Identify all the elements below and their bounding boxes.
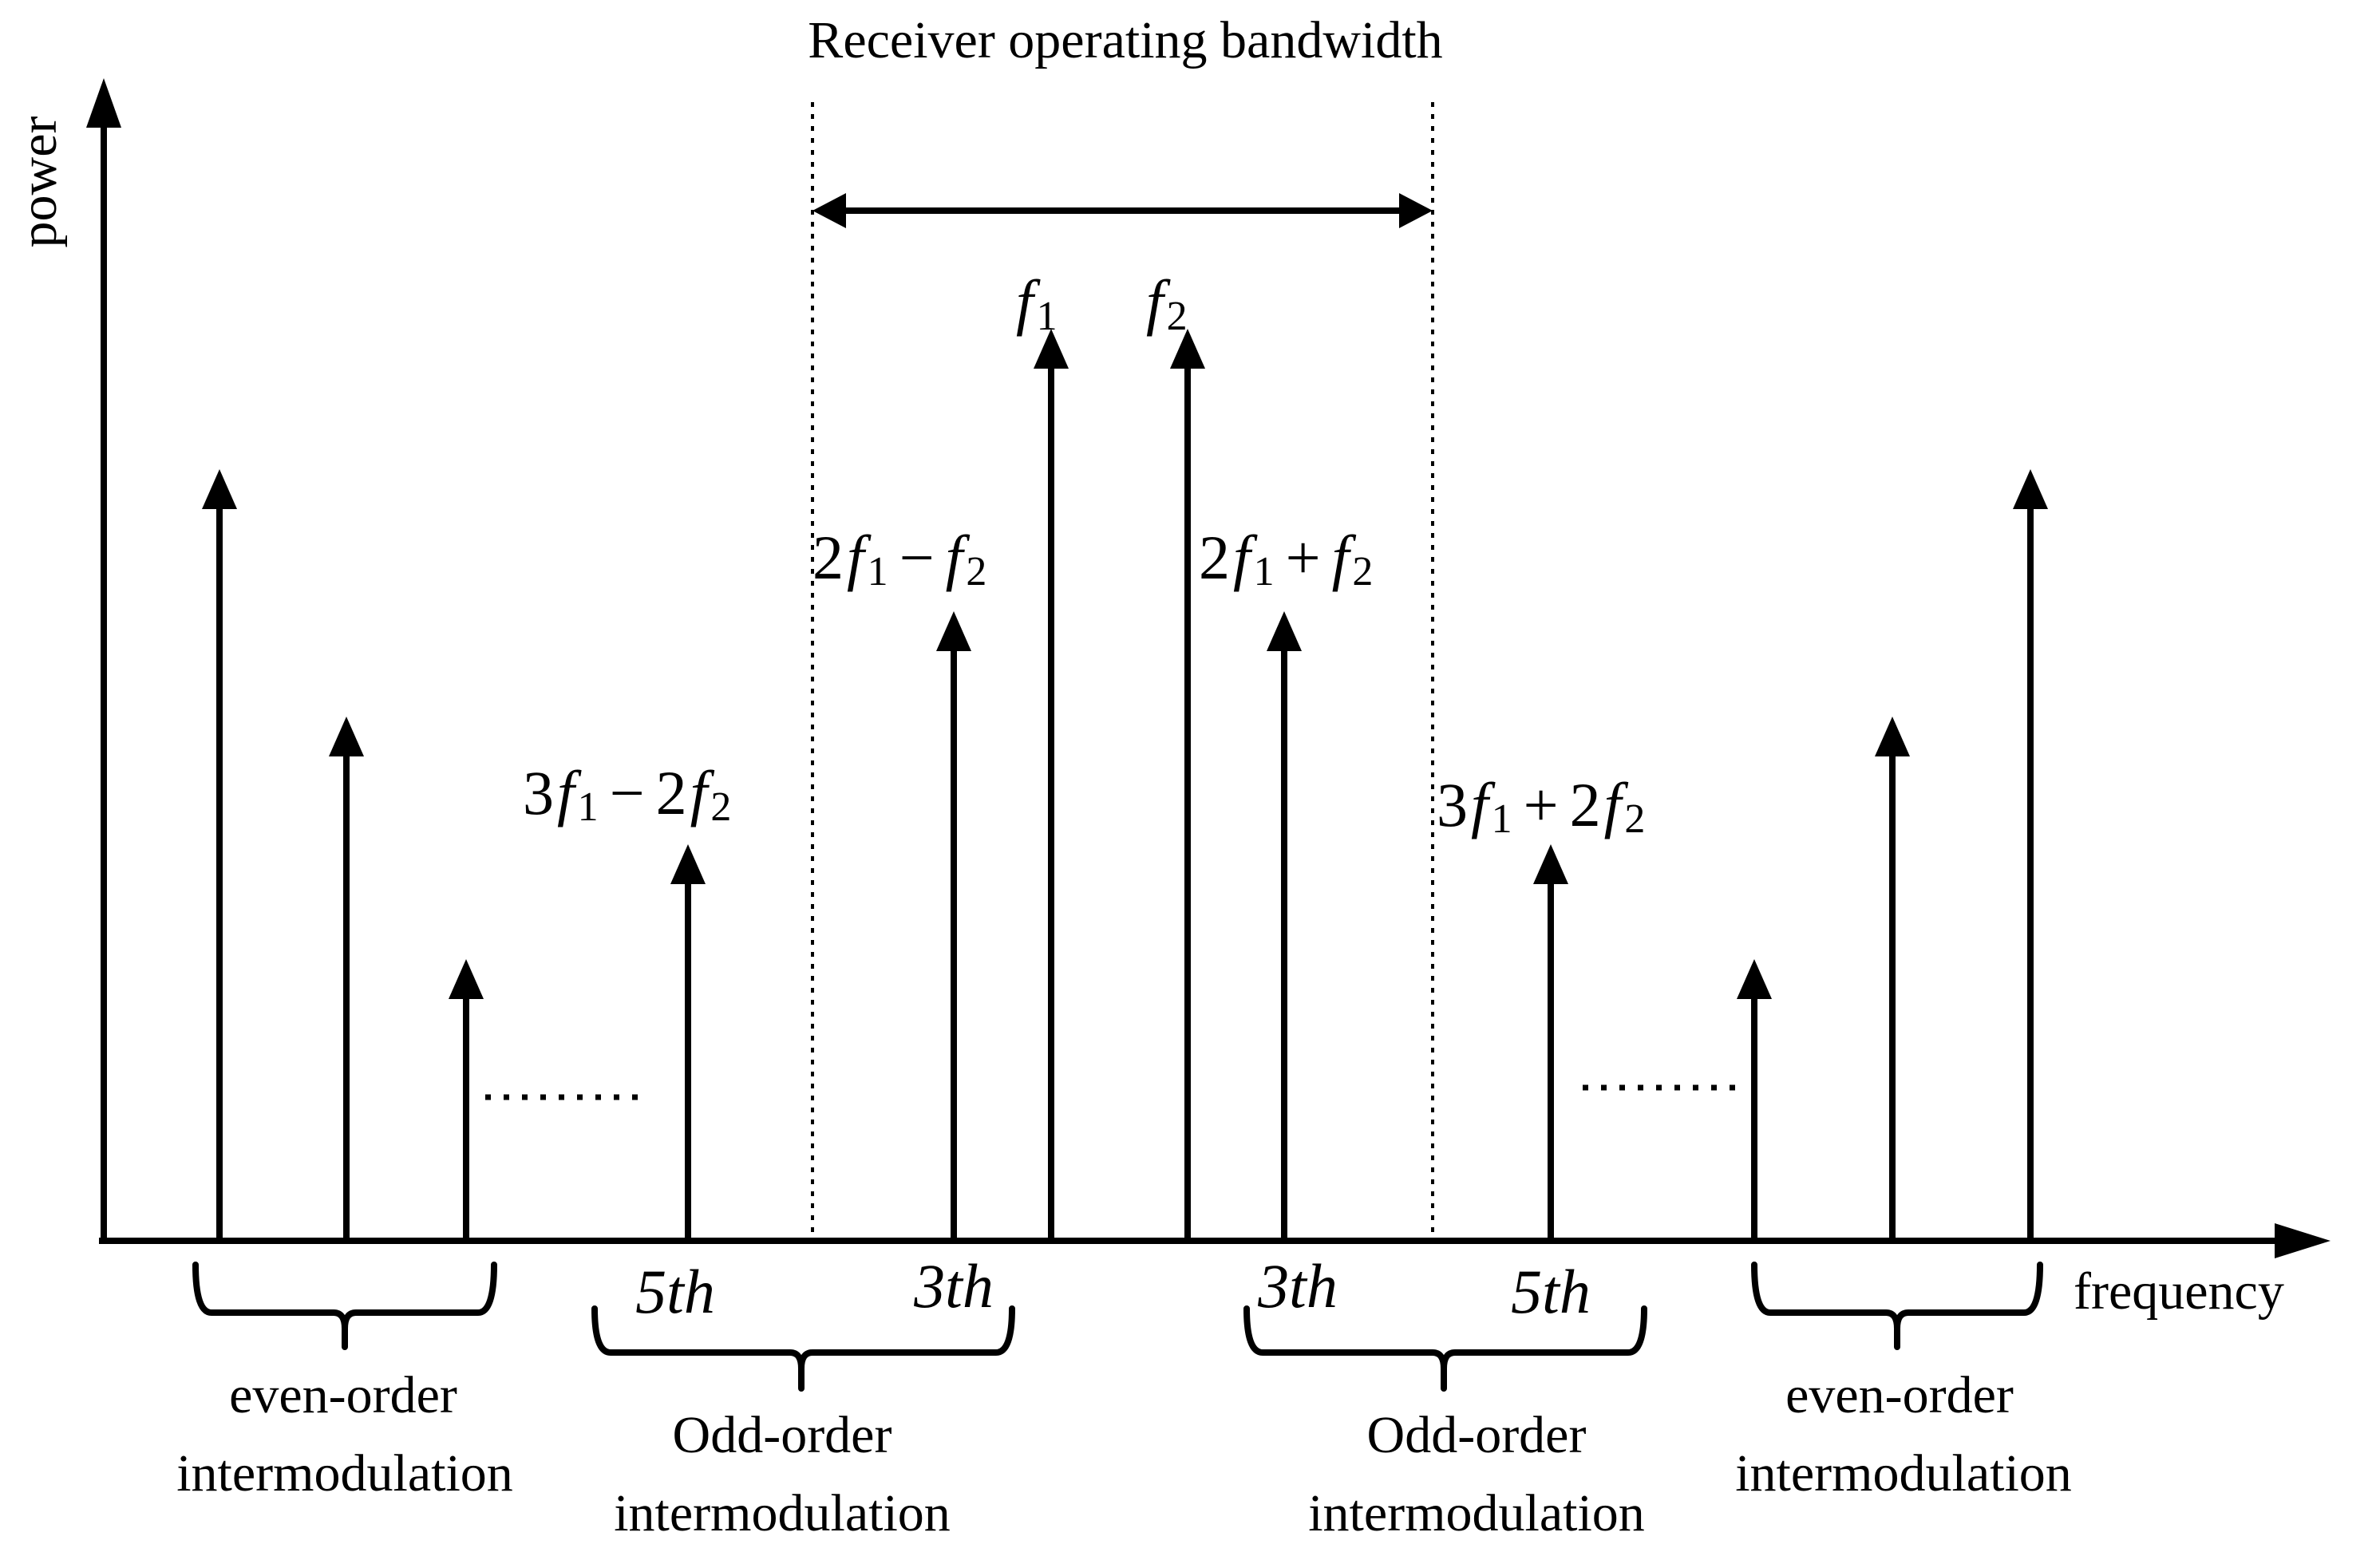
frequency-axis-label: frequency [2074, 1262, 2284, 1321]
spectral-line-even-right-3 [2013, 469, 2048, 1241]
spectral-line-third-lower [936, 611, 971, 1241]
spectral-line-third-upper [1267, 611, 1302, 1241]
spectral-line-even-right-2 [1875, 717, 1910, 1241]
fifth-lower-product-label: 3f1−2f2 [523, 758, 731, 830]
group-even-left-label-line2: intermodulation [176, 1444, 513, 1503]
brace-even-left [192, 1262, 497, 1350]
fifth-upper-product-label: 3f1+2f2 [1437, 770, 1645, 842]
spectral-line-fifth-upper [1533, 844, 1568, 1241]
tone-f1-label: f1 [1016, 267, 1058, 339]
group-odd-right-label-line2: intermodulation [1308, 1484, 1645, 1542]
spectral-line-f1 [1034, 329, 1069, 1241]
bandwidth-arrowhead-left [812, 193, 846, 228]
group-odd-right-label-line1: Odd-order [1367, 1406, 1587, 1464]
order-label-third-lower: 3th [913, 1251, 994, 1321]
order-label-third-upper: 3th [1257, 1251, 1338, 1321]
group-odd-left-label-line1: Odd-order [673, 1406, 892, 1464]
brace-odd-left [591, 1305, 1015, 1392]
group-even-right-label-line1: even-order [1785, 1366, 2014, 1424]
power-axis-label: power [10, 117, 68, 248]
spectral-line-fifth-lower [670, 844, 706, 1241]
power-axis-arrowhead [86, 78, 121, 128]
third-lower-product-label: 2f1−f2 [812, 523, 986, 594]
spectral-line-even-left-3 [449, 959, 484, 1241]
group-even-left-label-line1: even-order [229, 1366, 457, 1424]
brace-even-right [1751, 1262, 2043, 1350]
brace-odd-right [1243, 1305, 1647, 1392]
spectral-line-f2 [1170, 329, 1205, 1241]
spectral-line-even-right-1 [1737, 959, 1772, 1241]
bandwidth-title: Receiver operating bandwidth [808, 11, 1442, 69]
third-upper-product-label: 2f1+f2 [1199, 523, 1373, 594]
order-label-fifth-lower: 5th [635, 1257, 715, 1326]
group-even-right-label-line2: intermodulation [1735, 1444, 2072, 1503]
spectral-line-even-left-1 [202, 469, 237, 1241]
group-odd-left-label-line2: intermodulation [614, 1484, 951, 1542]
order-label-fifth-upper: 5th [1511, 1257, 1591, 1326]
frequency-axis-arrowhead [2275, 1223, 2331, 1258]
bandwidth-arrowhead-right [1399, 193, 1433, 228]
spectral-line-even-left-2 [329, 717, 364, 1241]
tone-f2-label: f2 [1146, 267, 1188, 339]
